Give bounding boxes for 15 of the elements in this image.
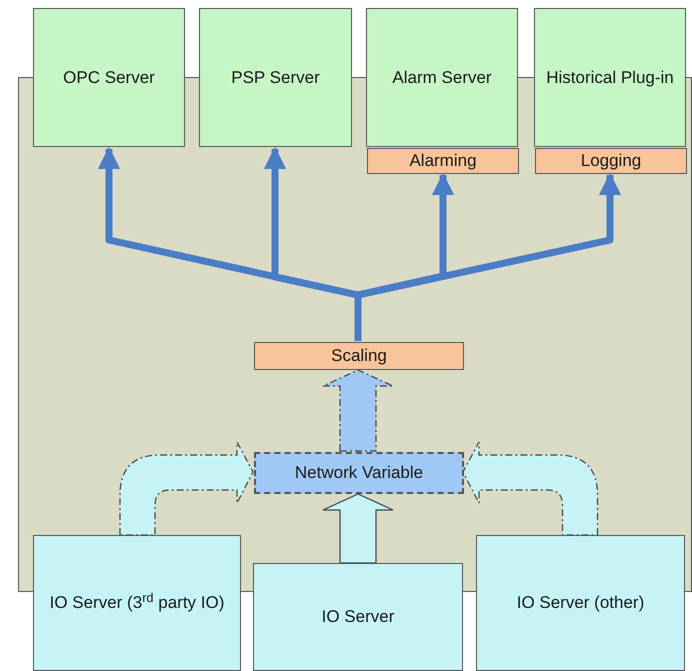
- server-box: Alarm Server: [366, 8, 518, 147]
- server-box: OPC Server: [33, 8, 185, 147]
- server-box: PSP Server: [199, 8, 352, 147]
- block-arrow: [322, 369, 394, 452]
- function-bar: Logging: [535, 148, 687, 174]
- block-arrow: [119, 441, 254, 536]
- variable-box: Network Variable: [254, 452, 464, 494]
- block-arrow: [322, 493, 394, 564]
- io-server-box: IO Server (other): [476, 535, 685, 671]
- io-server-box: IO Server: [253, 563, 463, 671]
- plugin-box: Historical Plug-in: [534, 8, 686, 147]
- function-bar: Alarming: [367, 148, 519, 174]
- io-server-box: IO Server (3$^{rd}$ party IO): [33, 535, 241, 671]
- block-arrow: [462, 441, 598, 536]
- function-bar: Scaling: [254, 342, 464, 370]
